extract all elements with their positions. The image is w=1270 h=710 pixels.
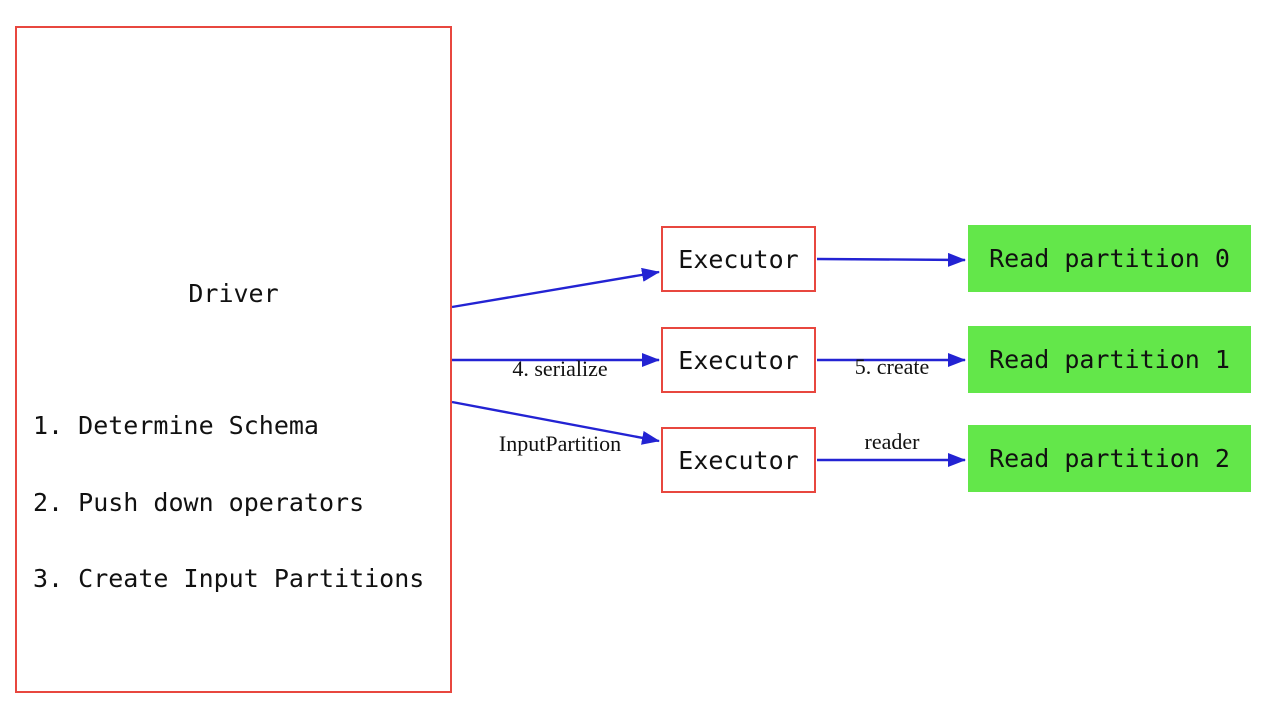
edge-label-serialize-line2: InputPartition xyxy=(498,431,622,456)
driver-box: Driver 1. Determine Schema 2. Push down … xyxy=(15,26,452,693)
partition-box-2: Read partition 2 xyxy=(968,425,1251,492)
driver-step-2: 2. Push down operators xyxy=(33,487,365,517)
partition-1-label: Read partition 1 xyxy=(989,345,1230,374)
executor-box-1: Executor xyxy=(661,327,816,393)
edge-label-serialize-inputpartition: 4. serialize InputPartition xyxy=(470,306,650,506)
arrow-driver-to-executor-0 xyxy=(451,267,660,309)
driver-step-3: 3. Create Input Partitions xyxy=(33,564,425,593)
edge-label-reader-line2: reader xyxy=(864,429,920,454)
partition-box-0: Read partition 0 xyxy=(968,225,1251,292)
edge-label-reader-line1: 5. create xyxy=(854,354,930,379)
partition-2-label: Read partition 2 xyxy=(989,444,1230,473)
driver-step-1: 1. Determine Schema xyxy=(33,411,319,440)
executor-box-2: Executor xyxy=(661,427,816,493)
driver-steps-list: 1. Determine Schema 2. Push down operato… xyxy=(33,362,424,643)
partition-0-label: Read partition 0 xyxy=(989,244,1230,273)
executor-0-label: Executor xyxy=(678,244,799,274)
executor-2-label: Executor xyxy=(678,445,799,475)
arrow-driver-to-executor-2 xyxy=(451,400,660,445)
arrow-executor-0-to-partition-0 xyxy=(816,252,966,267)
edge-label-create-reader: 5. create reader xyxy=(822,304,962,504)
executor-1-label: Executor xyxy=(678,345,799,375)
edge-label-serialize-line1: 4. serialize xyxy=(512,356,608,381)
driver-title: Driver xyxy=(188,279,279,308)
executor-box-0: Executor xyxy=(661,226,816,292)
partition-box-1: Read partition 1 xyxy=(968,326,1251,393)
